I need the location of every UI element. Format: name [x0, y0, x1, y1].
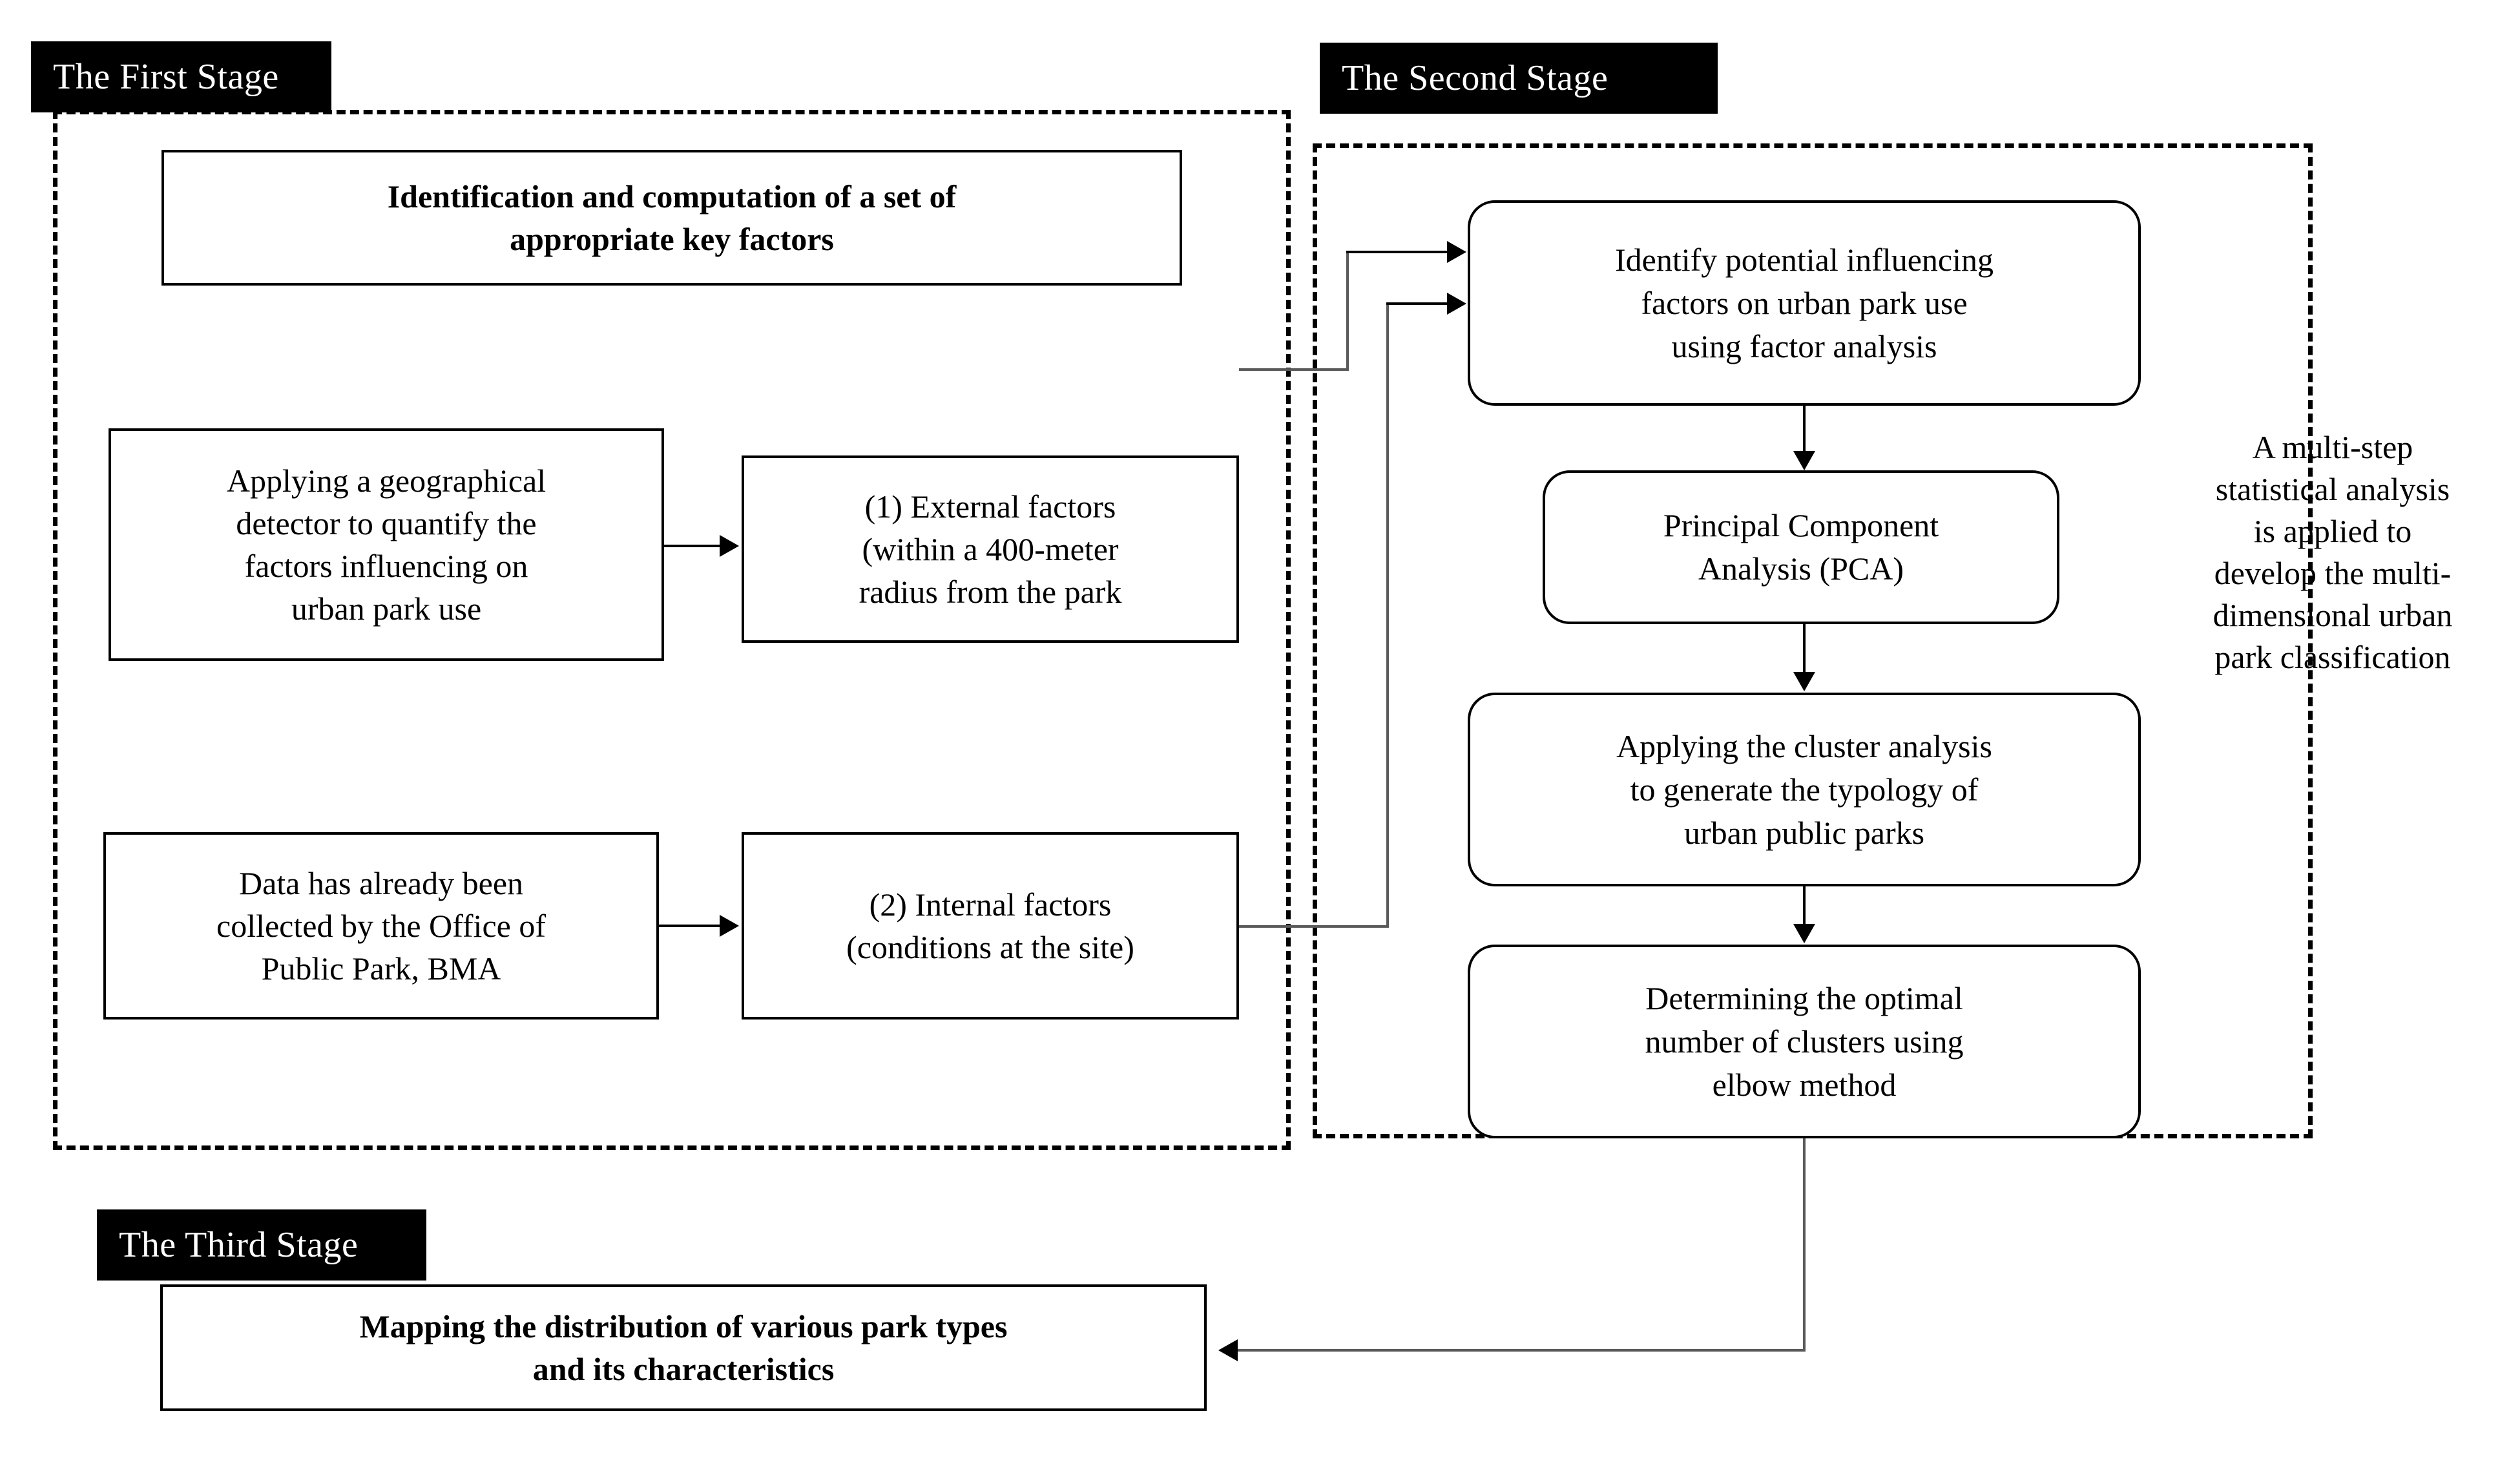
box-key-factors-title: Identification and computation of a set …	[161, 150, 1182, 286]
arrow-data-to-internal	[720, 915, 739, 937]
internal-factors-line-2: (conditions at the site)	[846, 929, 1134, 965]
geo-detector-line-4: urban park use	[291, 591, 482, 627]
cluster-analysis-line-2: to generate the typology of	[1630, 771, 1979, 808]
stage-chip-second: The Second Stage	[1320, 43, 1718, 114]
connector-pca-to-cluster	[1803, 624, 1806, 673]
connector-internal-to-identify	[1386, 302, 1463, 305]
elbow-method-line-2: number of clusters using	[1645, 1023, 1964, 1060]
box-mapping: Mapping the distribution of various park…	[160, 1284, 1207, 1411]
box-data-collected: Data has already been collected by the O…	[103, 832, 659, 1020]
data-collected-line-1: Data has already been	[238, 865, 524, 901]
connector-internal-right	[1239, 925, 1389, 928]
elbow-method-line-1: Determining the optimal	[1645, 979, 1963, 1016]
stage-label-third: The Third Stage	[119, 1225, 359, 1265]
arrow-elbow-to-mapping	[1218, 1339, 1238, 1361]
connector-data-to-internal	[659, 925, 721, 927]
key-factors-line-1: Identification and computation of a set …	[387, 178, 957, 214]
identify-factors-line-3: using factor analysis	[1671, 328, 1937, 364]
annotation-multistep: A multi-step statistical analysis is app…	[2149, 426, 2517, 678]
identify-factors-line-1: Identify potential influencing	[1615, 241, 1994, 278]
multistep-line-4: develop the multi-	[2214, 555, 2452, 591]
connector-internal-up	[1386, 304, 1389, 928]
mapping-line-2: and its characteristics	[532, 1351, 835, 1387]
multistep-line-3: is applied to	[2253, 513, 2412, 549]
box-geographical-detector: Applying a geographical detector to quan…	[109, 428, 664, 661]
stage-label-first: The First Stage	[53, 57, 279, 97]
elbow-method-line-3: elbow method	[1712, 1066, 1897, 1103]
arrow-pca-to-cluster	[1793, 672, 1815, 691]
external-factors-line-1: (1) External factors	[864, 488, 1116, 525]
multistep-line-5: dimensional urban	[2213, 597, 2453, 633]
cluster-analysis-line-3: urban public parks	[1683, 814, 1925, 851]
arrow-identify-to-pca	[1793, 451, 1815, 470]
cluster-analysis-line-1: Applying the cluster analysis	[1616, 727, 1992, 764]
pca-line-1: Principal Component	[1663, 507, 1939, 543]
internal-factors-line-1: (2) Internal factors	[869, 886, 1112, 923]
connector-elbow-to-mapping	[1238, 1349, 1806, 1352]
arrow-internal-to-identify	[1447, 293, 1466, 315]
multistep-line-6: park classification	[2214, 639, 2451, 675]
key-factors-line-2: appropriate key factors	[510, 221, 834, 257]
box-external-factors: (1) External factors (within a 400-meter…	[742, 455, 1239, 643]
geo-detector-line-3: factors influencing on	[244, 548, 528, 584]
connector-elbow-down	[1803, 1138, 1806, 1350]
connector-external-up	[1346, 252, 1349, 371]
data-collected-line-2: collected by the Office of	[216, 908, 546, 944]
arrow-geo-to-external	[720, 535, 739, 557]
box-pca: Principal Component Analysis (PCA)	[1543, 470, 2059, 624]
arrow-cluster-to-elbow	[1793, 924, 1815, 943]
data-collected-line-3: Public Park, BMA	[261, 950, 501, 987]
arrow-external-to-identify	[1447, 241, 1466, 263]
connector-external-right	[1239, 368, 1349, 371]
box-identify-factors: Identify potential influencing factors o…	[1468, 200, 2141, 406]
identify-factors-line-2: factors on urban park use	[1641, 284, 1968, 321]
stage-chip-third: The Third Stage	[97, 1209, 426, 1281]
connector-geo-to-external	[664, 545, 721, 547]
connector-identify-to-pca	[1803, 406, 1806, 452]
connector-external-to-identify	[1346, 251, 1463, 253]
first-stage-zone	[53, 110, 1291, 1150]
box-cluster-analysis: Applying the cluster analysis to generat…	[1468, 693, 2141, 886]
mapping-line-1: Mapping the distribution of various park…	[359, 1308, 1008, 1344]
pca-line-2: Analysis (PCA)	[1698, 550, 1904, 587]
connector-cluster-to-elbow	[1803, 886, 1806, 926]
multistep-line-1: A multi-step	[2252, 429, 2413, 465]
geo-detector-line-2: detector to quantify the	[236, 505, 537, 541]
external-factors-line-3: radius from the park	[859, 574, 1122, 610]
geo-detector-line-1: Applying a geographical	[226, 463, 547, 499]
box-elbow-method: Determining the optimal number of cluste…	[1468, 945, 2141, 1138]
stage-label-second: The Second Stage	[1342, 58, 1609, 98]
box-internal-factors: (2) Internal factors (conditions at the …	[742, 832, 1239, 1020]
stage-chip-first: The First Stage	[31, 41, 331, 112]
external-factors-line-2: (within a 400-meter	[862, 531, 1119, 567]
multistep-line-2: statistical analysis	[2215, 471, 2450, 507]
